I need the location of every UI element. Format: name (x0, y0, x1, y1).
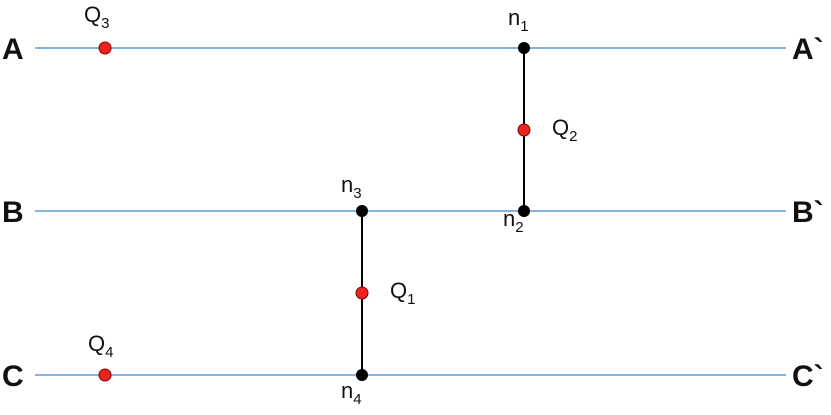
node-n1-label: n1 (508, 5, 529, 35)
point-q4-label: Q4 (88, 331, 113, 361)
node-n3-label: n3 (341, 172, 362, 202)
node-n1 (518, 42, 530, 54)
point-q2-label: Q2 (552, 115, 577, 145)
point-q3-label: Q3 (84, 2, 109, 32)
node-n2-label: n2 (503, 206, 524, 236)
line-a-right-label: A` (792, 33, 824, 66)
line-c-right-label: C` (792, 360, 824, 393)
point-q1 (355, 286, 369, 300)
point-q4 (98, 368, 112, 382)
line-b-left-label: B (2, 196, 24, 229)
point-q3 (98, 41, 112, 55)
line-c-left-label: C (2, 360, 24, 393)
line-a-left-label: A (2, 33, 24, 66)
point-q2 (517, 123, 531, 137)
node-n2 (518, 205, 530, 217)
node-n4 (356, 369, 368, 381)
point-q1-label: Q1 (390, 278, 415, 308)
node-n3 (356, 205, 368, 217)
line-b-right-label: B` (792, 196, 824, 229)
node-n4-label: n4 (341, 378, 362, 408)
